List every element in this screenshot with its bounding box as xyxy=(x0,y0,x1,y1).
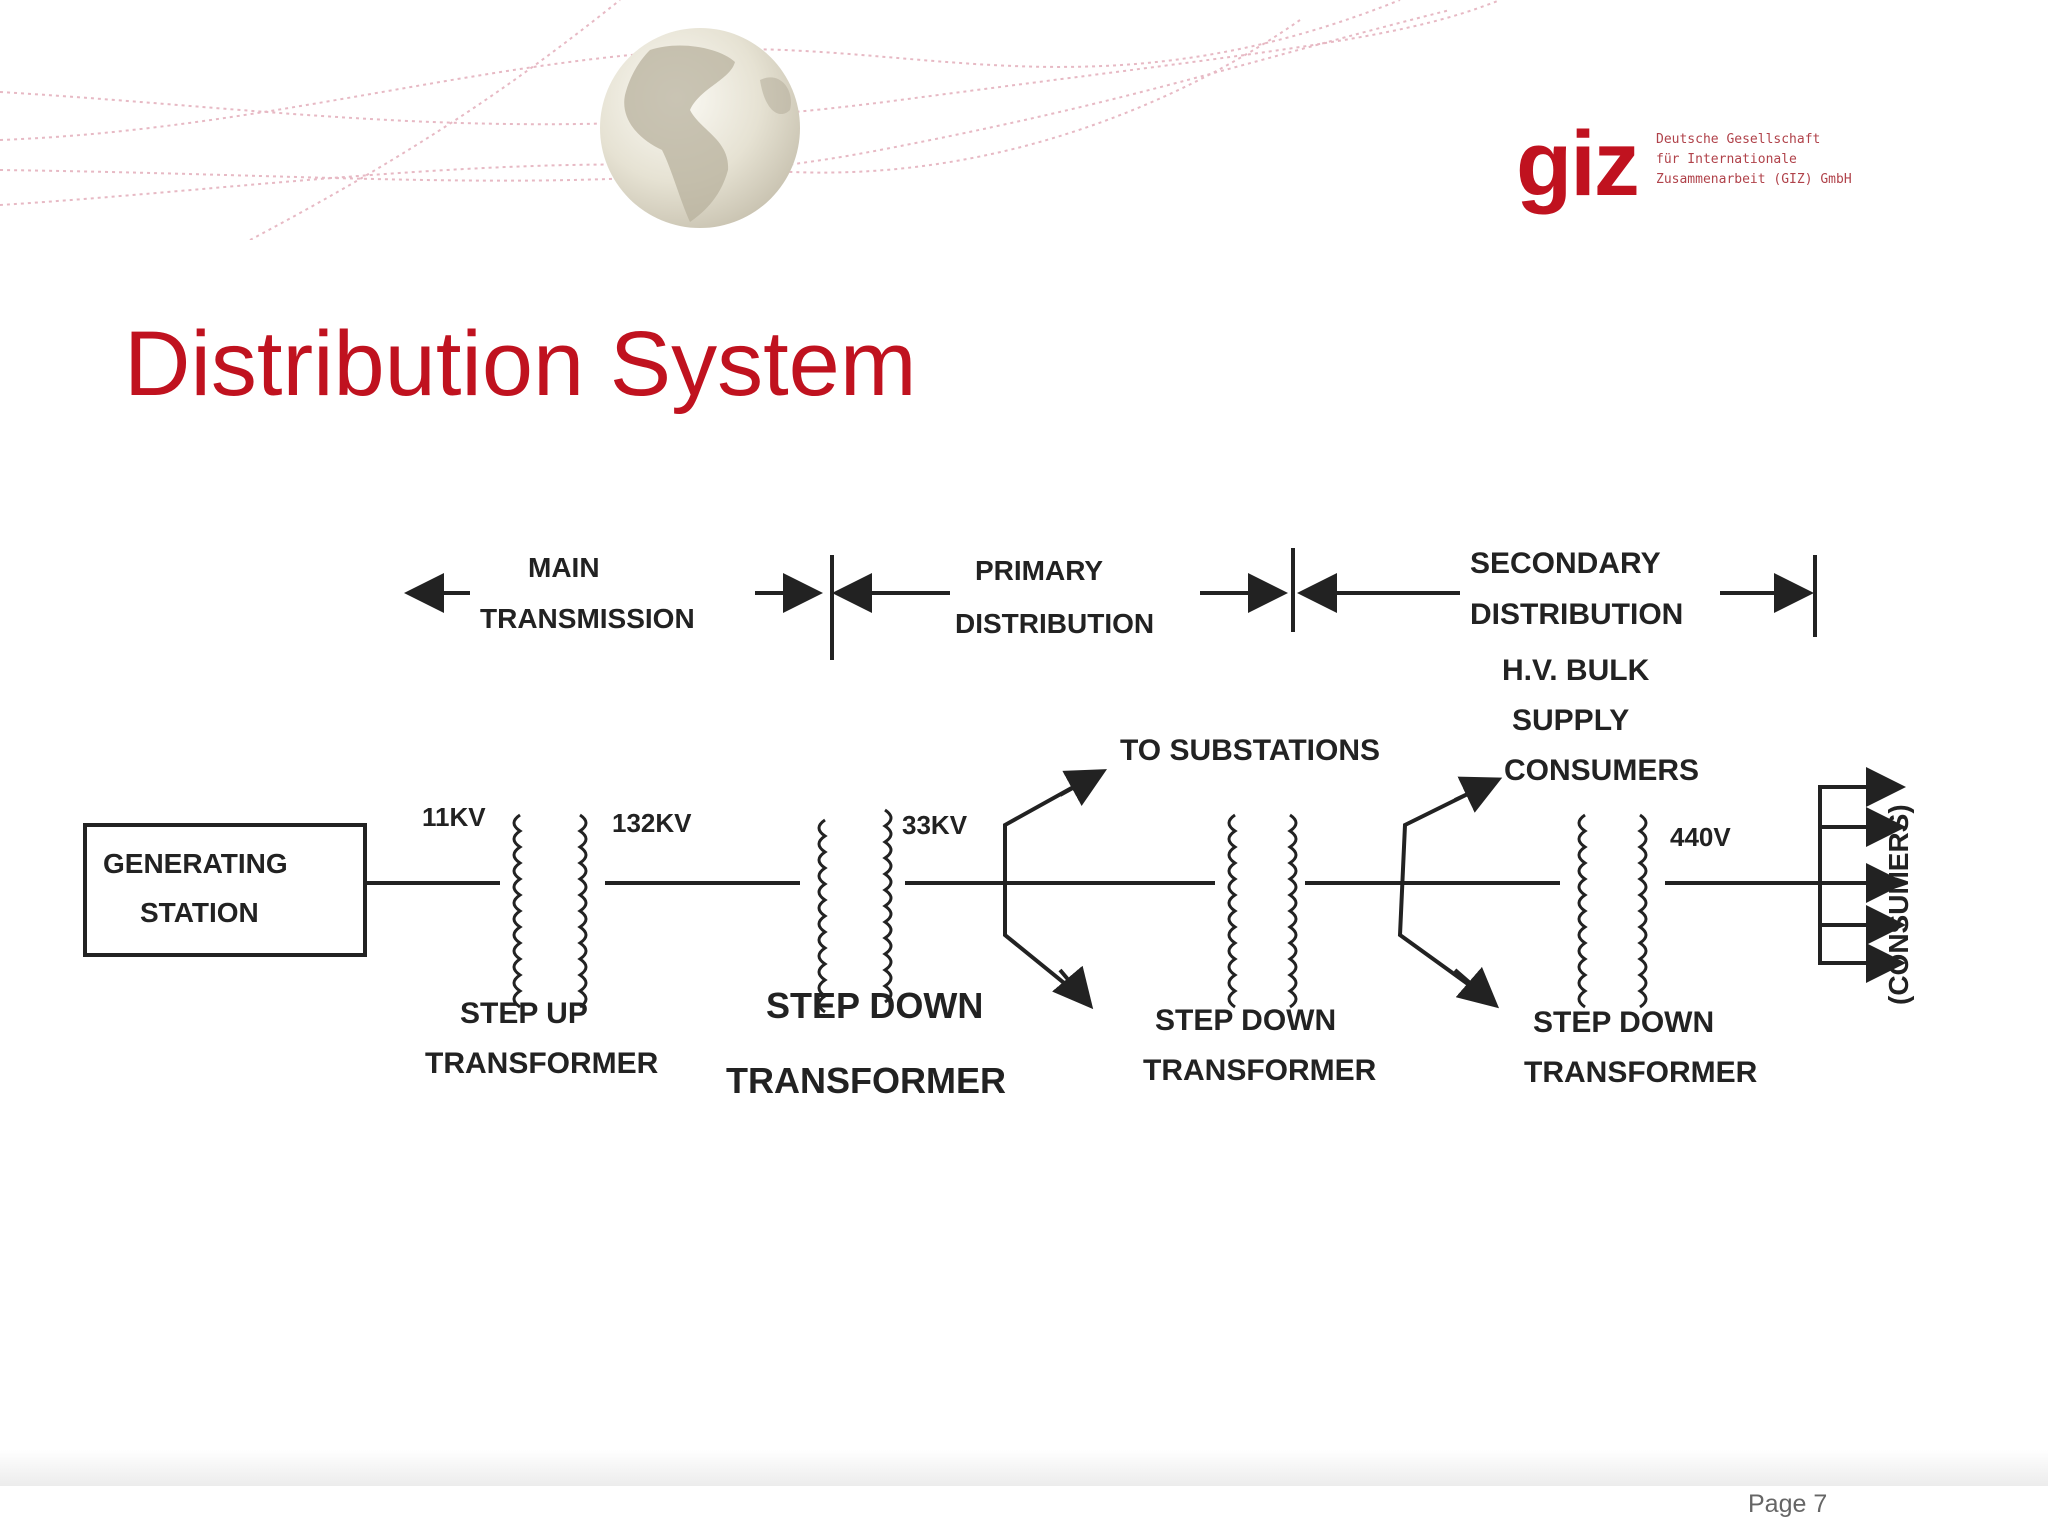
transformer-4-line2: TRANSFORMER xyxy=(1524,1056,1758,1089)
section-secondary-line2: DISTRIBUTION xyxy=(1470,598,1683,631)
section-secondary-line1: SECONDARY xyxy=(1470,547,1661,580)
slide-title: Distribution System xyxy=(124,313,917,415)
step-down-transformer-3-symbol xyxy=(1577,813,1648,1009)
branch-to-substations xyxy=(1003,773,1096,1002)
transformer-2-line1: STEP DOWN xyxy=(766,985,983,1026)
header-decoration xyxy=(0,0,1501,240)
transformer-1-line2: TRANSFORMER xyxy=(425,1047,659,1080)
globe-icon xyxy=(600,28,800,228)
voltage-440v: 440V xyxy=(1670,822,1731,852)
voltage-33kv: 33KV xyxy=(902,810,968,840)
step-up-transformer-symbol xyxy=(512,813,588,1009)
step-down-transformer-1-symbol xyxy=(817,808,893,1014)
footer-band xyxy=(0,1450,2048,1486)
generating-station-line2: STATION xyxy=(140,897,259,928)
logo-text: Deutsche Gesellschaft für Internationale… xyxy=(1656,130,1852,190)
page-number: Page 7 xyxy=(1748,1490,1828,1518)
transformer-3-line2: TRANSFORMER xyxy=(1143,1054,1377,1087)
to-substations-label: TO SUBSTATIONS xyxy=(1120,734,1380,767)
hv-bulk-line1: H.V. BULK xyxy=(1502,654,1650,687)
transformer-2-line2: TRANSFORMER xyxy=(726,1060,1006,1101)
arrow-hv-bulk-up xyxy=(1454,776,1503,813)
hv-bulk-line3: CONSUMERS xyxy=(1504,754,1699,787)
arrow-substations-down xyxy=(1052,965,1094,1010)
decorative-lines xyxy=(0,0,1501,240)
branch-to-hv-bulk xyxy=(1397,781,1492,1002)
hv-bulk-line2: SUPPLY xyxy=(1512,704,1629,737)
section-main-line2: TRANSMISSION xyxy=(480,603,695,634)
generating-station-line1: GENERATING xyxy=(103,848,288,879)
section-main-line1: MAIN xyxy=(528,552,600,583)
generating-station-box xyxy=(83,823,367,957)
giz-logo: giz Deutsche Gesellschaft für Internatio… xyxy=(1516,118,1896,218)
transformer-4-line1: STEP DOWN xyxy=(1533,1006,1714,1039)
transformer-3-line1: STEP DOWN xyxy=(1155,1004,1336,1037)
logo-mark: giz xyxy=(1516,113,1640,215)
step-down-transformer-2-symbol xyxy=(1227,813,1298,1009)
section-primary-line2: DISTRIBUTION xyxy=(955,608,1154,639)
arrow-hv-bulk-down xyxy=(1453,966,1500,1009)
logo-line-1: Deutsche Gesellschaft xyxy=(1656,132,1821,147)
transformer-1-line1: STEP UP xyxy=(460,997,588,1030)
section-primary-line1: PRIMARY xyxy=(975,555,1103,586)
logo-line-2: für Internationale xyxy=(1656,152,1797,167)
consumers-label: (CONSUMERS) xyxy=(1883,804,1914,1005)
distribution-diagram: MAIN TRANSMISSION PRIMARY DISTRIBUTION S… xyxy=(83,547,1914,1101)
voltage-11kv: 11KV xyxy=(422,802,486,832)
logo-line-3: Zusammenarbeit (GIZ) GmbH xyxy=(1656,172,1852,187)
voltage-132kv: 132KV xyxy=(612,808,692,838)
arrow-substations-up xyxy=(1059,769,1108,806)
